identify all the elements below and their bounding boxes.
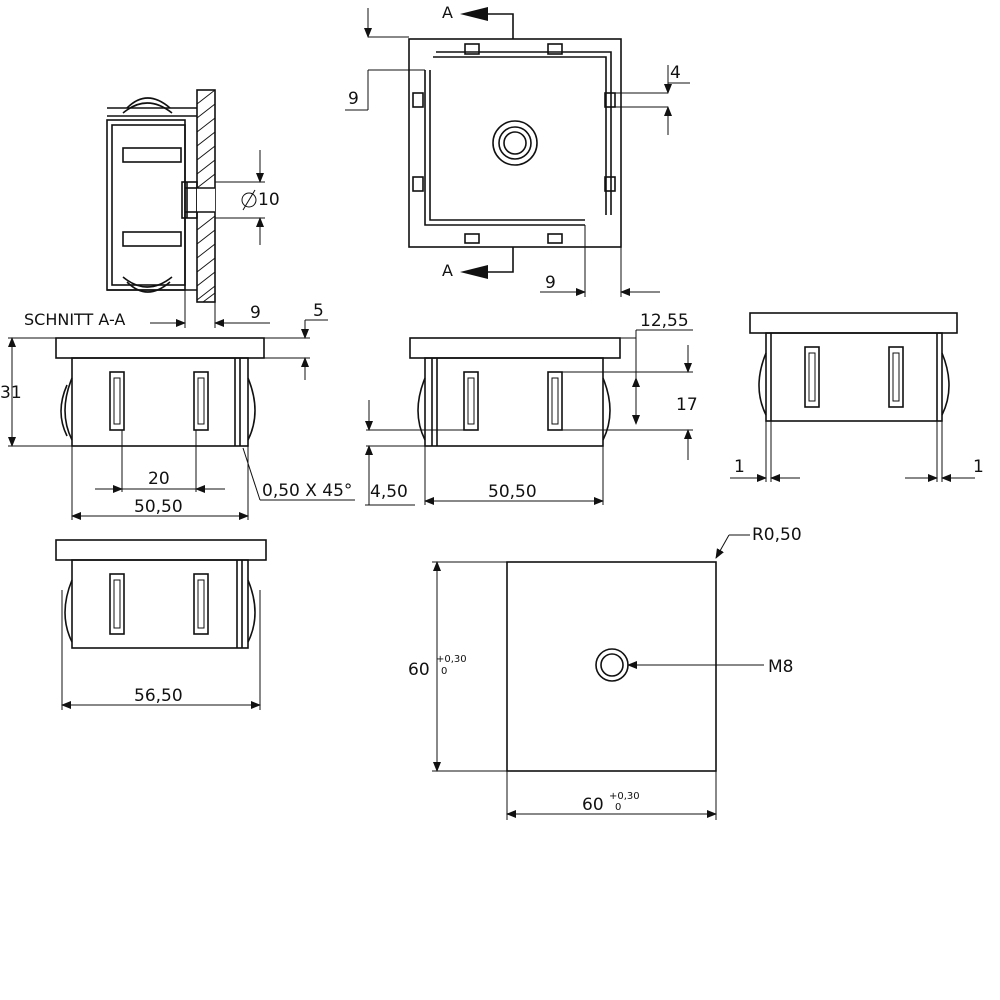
side-view — [730, 312, 975, 482]
tol-lower-horizontal: 0 — [615, 802, 621, 813]
section-view — [106, 89, 270, 328]
dim-20: 20 — [148, 469, 170, 489]
dim-17: 17 — [676, 395, 698, 415]
dim-12-55: 12,55 — [640, 311, 689, 331]
dim-diameter-10: 10 — [258, 190, 280, 210]
front-view-middle — [365, 329, 693, 506]
dim-31: 31 — [0, 383, 22, 403]
tol-upper-horizontal: +0,30 — [609, 791, 640, 802]
top-view — [345, 7, 690, 297]
dim-50-50-a: 50,50 — [134, 497, 183, 517]
section-title: SCHNITT A-A — [24, 310, 125, 329]
front-view — [8, 319, 355, 520]
dim-50-50-b: 50,50 — [488, 482, 537, 502]
front-view-bottom — [55, 539, 267, 710]
dim-chamfer: 0,50 X 45° — [262, 481, 352, 501]
section-mark-bottom: A — [442, 261, 453, 280]
dim-9-section: 9 — [250, 303, 261, 323]
dim-60-vertical: 60 — [408, 660, 430, 680]
dim-9-left: 9 — [348, 89, 359, 109]
dim-4: 4 — [670, 63, 681, 83]
dim-m8: M8 — [768, 657, 793, 677]
dim-9-bottom: 9 — [545, 273, 556, 293]
dim-1-right: 1 — [973, 457, 984, 477]
bottom-view — [432, 534, 764, 820]
dim-5: 5 — [313, 301, 324, 321]
dim-r0-50: R0,50 — [752, 525, 802, 545]
dim-4-50: 4,50 — [370, 482, 408, 502]
dim-56-50: 56,50 — [134, 686, 183, 706]
dim-1-left: 1 — [734, 457, 745, 477]
tol-upper-vertical: +0,30 — [436, 654, 467, 665]
tol-lower-vertical: 0 — [441, 666, 447, 677]
section-mark-top: A — [442, 3, 453, 22]
dim-60-horizontal: 60 — [582, 795, 604, 815]
